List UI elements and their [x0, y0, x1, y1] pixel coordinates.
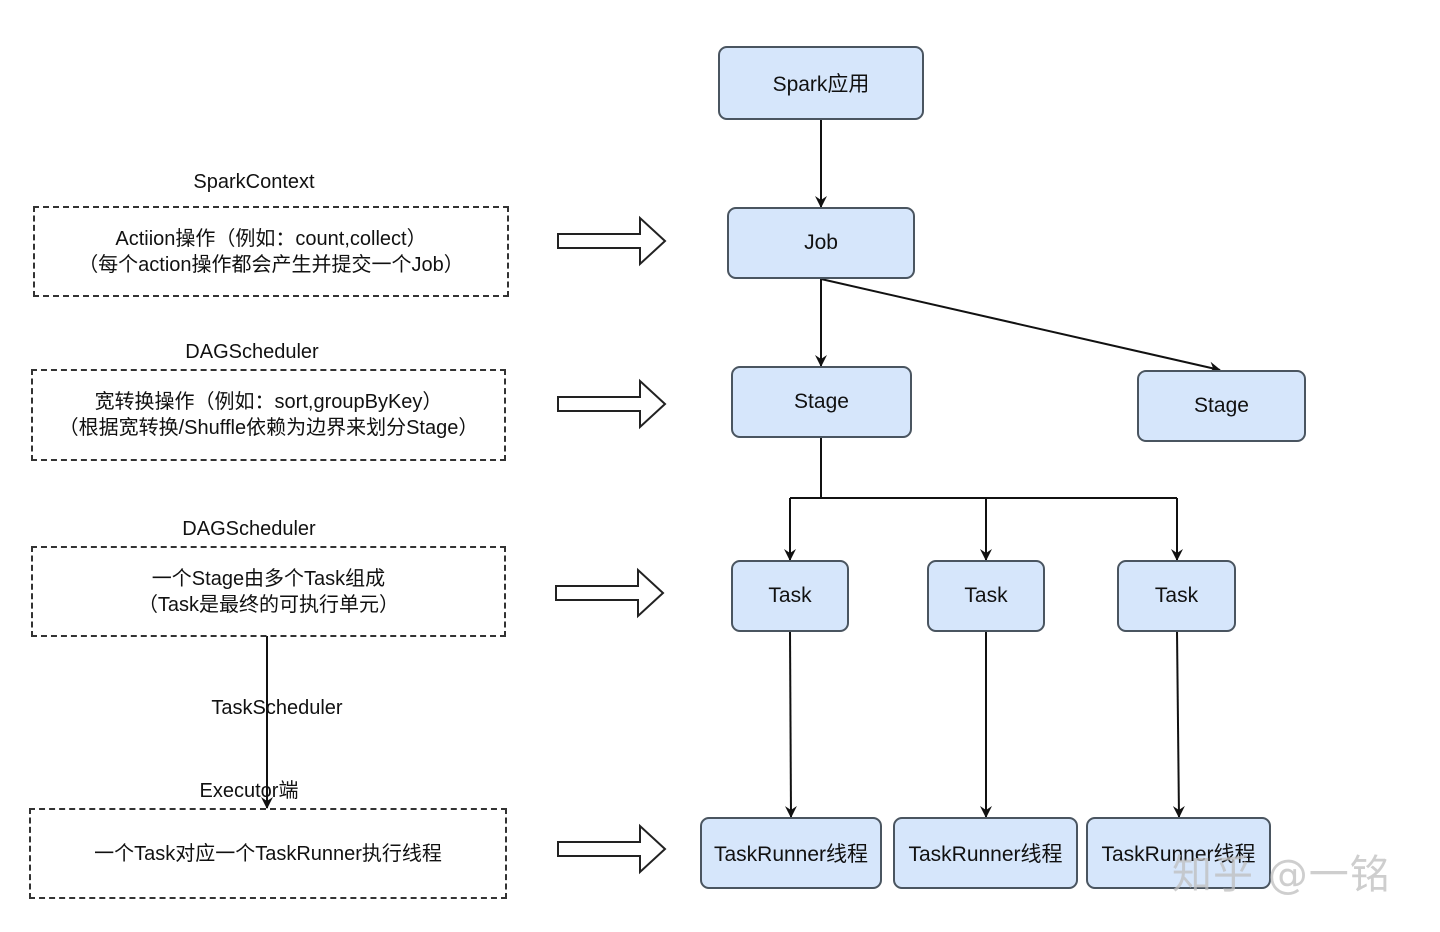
label-spark-context: SparkContext	[193, 171, 315, 193]
spark-context-line-1: Actiion操作（例如：count,collect）	[115, 227, 427, 250]
node-spark-app: Spark应用	[718, 46, 924, 120]
node-job: Job	[727, 207, 915, 279]
label-executor: Executor端	[199, 780, 299, 802]
hollow-arrow-1	[557, 215, 667, 267]
node-task-2: Task	[927, 560, 1045, 632]
edge-task-runner-1	[784, 630, 797, 818]
box-dag-scheduler-1: 宽转换操作（例如：sort,groupByKey） （根据宽转换/Shuffle…	[31, 369, 506, 461]
box-spark-context: Actiion操作（例如：count,collect） （每个action操作都…	[33, 206, 509, 297]
label-task-scheduler: TaskScheduler	[211, 697, 343, 719]
node-taskrunner-2: TaskRunner线程	[893, 817, 1078, 889]
spark-context-line-2: （每个action操作都会产生并提交一个Job）	[78, 253, 464, 276]
node-taskrunner-3: TaskRunner线程	[1086, 817, 1271, 889]
box-dag-scheduler-2: 一个Stage由多个Task组成 （Task是最终的可执行单元）	[31, 546, 506, 637]
hollow-arrow-3	[555, 567, 665, 619]
dag-scheduler-2-line-1: 一个Stage由多个Task组成	[151, 567, 386, 590]
dag-scheduler-1-line-1: 宽转换操作（例如：sort,groupByKey）	[94, 391, 443, 413]
executor-line-1: 一个Task对应一个TaskRunner执行线程	[94, 842, 442, 865]
label-dag-scheduler-1: DAGScheduler	[185, 341, 319, 363]
box-executor: 一个Task对应一个TaskRunner执行线程	[29, 808, 507, 899]
node-stage-2: Stage	[1137, 370, 1306, 442]
dag-scheduler-2-line-2: （Task是最终的可执行单元）	[137, 593, 400, 616]
hollow-arrow-4	[557, 823, 667, 875]
label-dag-scheduler-2: DAGScheduler	[182, 518, 316, 540]
watermark: 知乎 @一铭	[1172, 852, 1391, 898]
node-task-3: Task	[1117, 560, 1236, 632]
hollow-arrow-2	[557, 378, 667, 430]
edge-job-stage-2	[820, 278, 1221, 374]
dag-scheduler-1-line-2: （根据宽转换/Shuffle依赖为边界来划分Stage）	[58, 417, 479, 439]
node-task-1: Task	[731, 560, 849, 632]
edge-task-runner-3	[1172, 630, 1185, 818]
node-taskrunner-1: TaskRunner线程	[700, 817, 882, 889]
node-stage-1: Stage	[731, 366, 912, 438]
